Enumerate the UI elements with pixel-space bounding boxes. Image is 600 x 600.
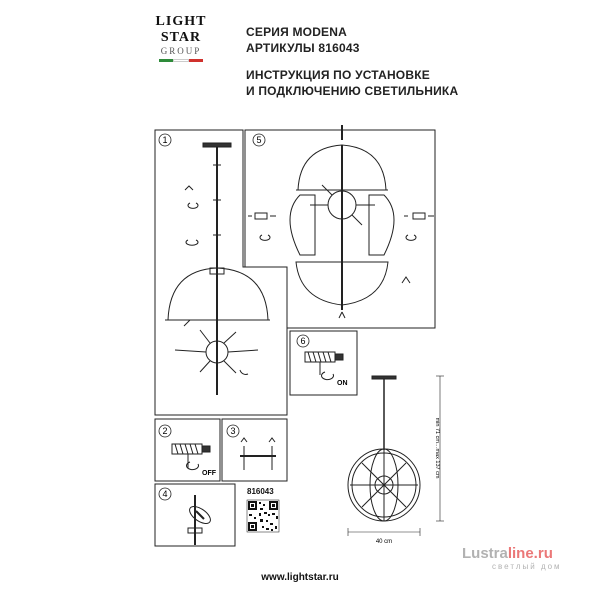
step-1-panel: [154, 129, 288, 416]
step-4-panel: [154, 483, 236, 547]
watermark-part-2: line.ru: [507, 545, 553, 562]
step-4-canopy-drawing: [187, 495, 211, 545]
product-code: 816043: [247, 487, 274, 496]
brand-logo: LIGHT STAR GROUP: [148, 14, 214, 96]
step-number-5: 5: [256, 135, 261, 145]
step-3-panel: [221, 418, 288, 482]
dimension-drawing: [347, 375, 444, 536]
website-link[interactable]: www.lightstar.ru: [261, 572, 339, 583]
step-number-3: 3: [230, 426, 235, 436]
step-2-bulb-socket-drawing: [171, 443, 211, 471]
on-label: ON: [337, 380, 348, 387]
article-number: АРТИКУЛЫ 816043: [246, 41, 360, 55]
watermark-part-1: Lustra: [462, 545, 508, 562]
qr-code: [246, 499, 280, 533]
off-label: OFF: [202, 470, 217, 477]
step-6-panel: [289, 330, 358, 396]
logo-line-1: LIGHT: [155, 14, 207, 29]
series-title: СЕРИЯ MODENA: [246, 25, 347, 39]
logo-line-2: STAR: [160, 30, 202, 45]
instruction-title-line-1: ИНСТРУКЦИЯ ПО УСТАНОВКЕ: [246, 68, 430, 82]
step-5-panel: [244, 129, 436, 329]
step-6-bulb-socket-drawing: [304, 351, 344, 381]
italian-flag-icon: [159, 59, 203, 62]
watermark: Lustraline.ru светлый дом: [462, 545, 594, 571]
step-3-arm-drawing: [240, 437, 276, 470]
step-number-6: 6: [300, 336, 305, 346]
step-2-panel: [154, 418, 221, 482]
step-5-globe-drawing: [248, 125, 434, 319]
step-1-assembly-drawing: [165, 142, 270, 395]
width-dimension-label: 40 cm: [376, 539, 392, 545]
step-number-1: 1: [162, 135, 167, 145]
step-number-2: 2: [162, 426, 167, 436]
step-number-4: 4: [162, 489, 167, 499]
height-dimension-label: min 71 cm…max 137 cm: [434, 418, 440, 479]
instruction-title-line-2: И ПОДКЛЮЧЕНИЮ СВЕТИЛЬНИКА: [246, 84, 459, 98]
logo-line-3: GROUP: [160, 46, 202, 56]
watermark-subtitle: светлый дом: [492, 562, 562, 571]
